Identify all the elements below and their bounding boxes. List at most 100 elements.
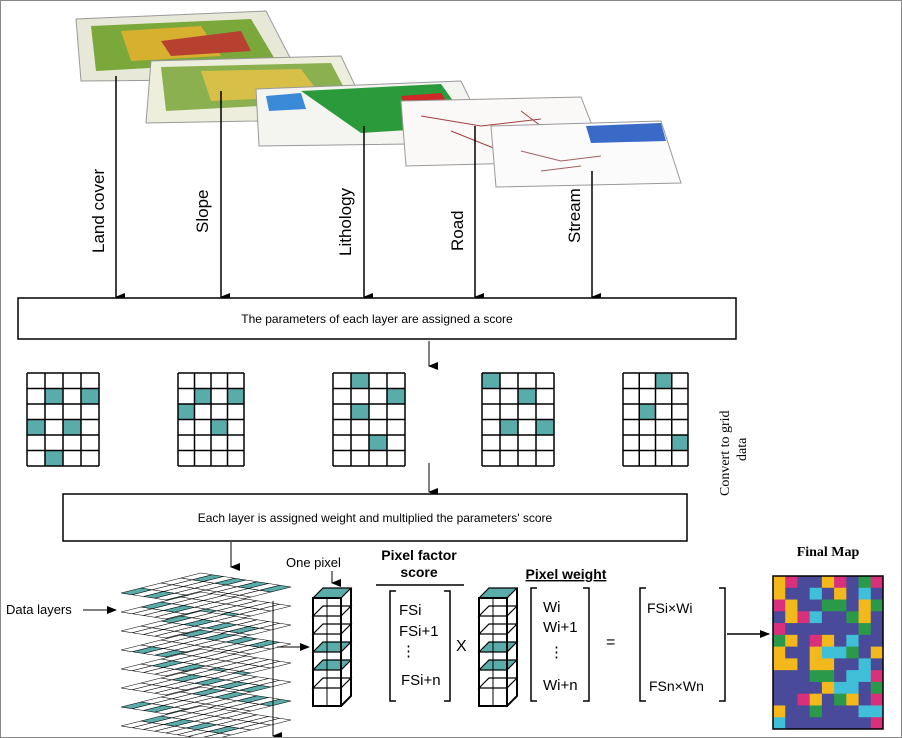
svg-text:Slope: Slope: [193, 190, 212, 233]
final-map-pixel: [797, 587, 811, 601]
pixel-cell: [311, 677, 353, 689]
layer-label-lithology: Lithology: [336, 187, 355, 256]
final-map-pixel: [785, 693, 798, 706]
grid-cell-filled: [518, 388, 536, 404]
final-map-pixel: [773, 658, 786, 671]
final-map-pixel: [834, 670, 847, 683]
final-map-pixel: [773, 623, 786, 636]
grid-cell-filled: [63, 419, 81, 435]
final-map-pixel: [870, 717, 884, 730]
final-map-pixel: [858, 634, 872, 648]
final-map-pixel: [809, 693, 823, 706]
final-map-pixel: [785, 611, 798, 624]
final-map-pixel: [809, 670, 823, 683]
final-map-pixel: [858, 693, 872, 706]
final-map-pixel: [834, 705, 847, 718]
stacked-layer: [120, 667, 292, 703]
final-map-pixel: [809, 623, 823, 636]
final-map-pixel: [834, 623, 847, 636]
final-map-pixel: [821, 693, 835, 706]
grid-cell-filled: [227, 388, 244, 404]
grid-cell-filled: [194, 388, 211, 404]
svg-text:score: score: [400, 564, 438, 580]
final-map-pixel: [797, 646, 811, 659]
grid-cell-filled: [639, 404, 656, 420]
final-map-pixel: [846, 693, 860, 706]
grid-cell-filled: [351, 373, 369, 389]
layer-label-slope: Slope: [193, 190, 212, 233]
final-map-pixel: [846, 634, 860, 648]
pixel-cell: [311, 587, 353, 599]
svg-text:Road: Road: [448, 210, 467, 251]
svg-text:Lithology: Lithology: [336, 187, 355, 256]
final-map-pixel: [797, 705, 811, 718]
grid-cell-filled: [27, 419, 45, 435]
final-map-pixel: [834, 717, 847, 730]
svg-text:Each layer is assigned weight: Each layer is assigned weight and multip…: [198, 511, 553, 525]
pixel-cell: [311, 641, 353, 653]
svg-text:⋮: ⋮: [401, 643, 416, 660]
final-map-pixel: [797, 623, 811, 636]
final-map-pixel: [870, 611, 884, 624]
svg-text:FSi×Wi: FSi×Wi: [647, 600, 693, 616]
final-map-title: Final Map: [797, 545, 860, 560]
final-map-pixel: [809, 587, 823, 601]
final-map-pixel: [821, 717, 835, 730]
final-map-pixel: [809, 705, 823, 718]
final-map-pixel: [809, 634, 823, 648]
final-map-pixel: [870, 693, 884, 706]
final-map-pixel: [870, 705, 884, 718]
final-map-pixel: [809, 717, 823, 730]
weight-assignment-box: Each layer is assigned weight and multip…: [62, 493, 688, 542]
final-map-pixel: [821, 705, 835, 718]
final-map-pixel: [870, 587, 884, 601]
grid-layer: [481, 372, 555, 467]
grid-cell-filled: [369, 435, 387, 451]
layer-label-road: Road: [448, 210, 467, 251]
svg-text:FSi+n: FSi+n: [401, 672, 441, 689]
grid-layer: [26, 372, 100, 467]
final-map-pixel: [870, 576, 884, 589]
final-map-pixel: [797, 611, 811, 624]
pixel-cell: [477, 623, 519, 635]
map-stream: [490, 120, 682, 188]
final-map-pixel: [870, 681, 884, 695]
stacked-layer: [120, 629, 292, 665]
svg-text:⋮: ⋮: [549, 644, 564, 661]
final-map-pixel: [870, 634, 884, 648]
final-map-pixel: [821, 587, 835, 601]
final-map-pixel: [785, 681, 798, 695]
pixel-cell: [477, 659, 519, 671]
final-map-pixel: [797, 634, 811, 648]
grid-data-layers: [26, 372, 689, 467]
final-map-pixel: [846, 681, 860, 695]
svg-text:FSi+1: FSi+1: [399, 623, 439, 640]
svg-text:Wi: Wi: [543, 599, 561, 616]
final-map-pixel: [785, 576, 798, 589]
final-map-pixel: [773, 717, 786, 730]
result-vector: FSi×Wi FSn×Wn: [639, 587, 726, 702]
final-map-pixel: [858, 658, 872, 671]
final-map-pixel: [870, 623, 884, 636]
one-pixel-label: One pixel: [286, 555, 341, 570]
final-map-pixel: [821, 658, 835, 671]
final-map-pixel: [846, 599, 860, 612]
pixel-cell: [477, 641, 519, 653]
data-layers-label: Data layers: [6, 602, 72, 617]
final-map-pixel: [834, 634, 847, 648]
final-map-pixel: [846, 658, 860, 671]
stacked-layer: [120, 705, 292, 737]
final-map-pixel: [870, 646, 884, 659]
final-map-pixel: [785, 646, 798, 659]
final-map-pixel: [785, 599, 798, 612]
grid-cell-filled: [81, 388, 99, 404]
final-map-pixel: [858, 576, 872, 589]
pixel-cell: [311, 623, 353, 635]
final-map-pixel: [809, 611, 823, 624]
final-map-pixel: [797, 681, 811, 695]
final-map-pixel: [858, 670, 872, 683]
final-map-pixel: [834, 611, 847, 624]
final-map-pixel: [821, 611, 835, 624]
score-assignment-box: The parameters of each layer are assigne…: [17, 297, 737, 340]
